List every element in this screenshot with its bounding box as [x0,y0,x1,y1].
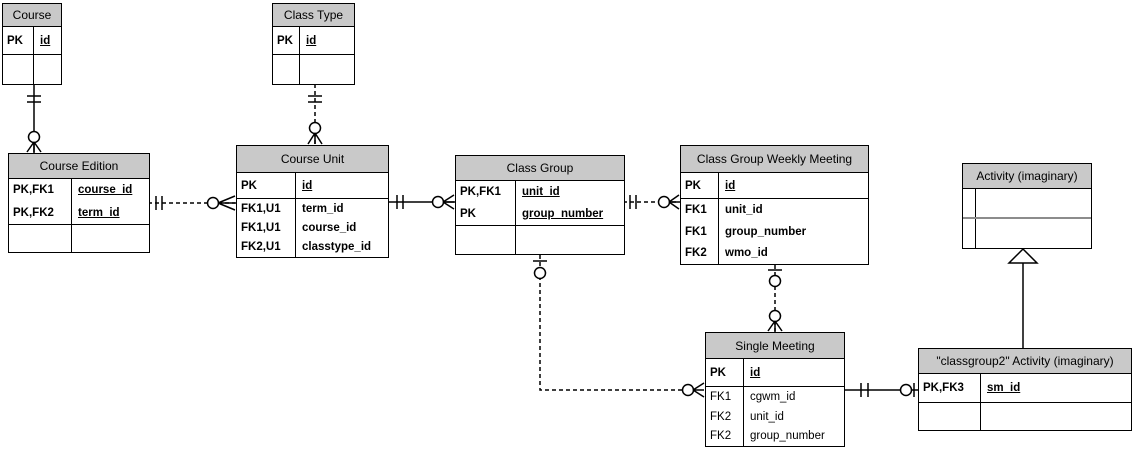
table-row: PK group_number [456,203,624,225]
entity-title: "classgroup2" Activity (imaginary) [919,349,1131,374]
table-row: FK1 unit_id [681,199,868,221]
table-row: PK,FK3 sm_id [919,374,1131,402]
key-cell: FK1 [706,387,744,407]
relationship-class-group-to-single-meeting [533,255,705,398]
attr-cell: group_number [522,208,604,220]
entity-title: Single Meeting [706,333,844,359]
relationship-course-unit-to-class-group [387,194,455,210]
key-cell: PK,FK3 [919,374,981,402]
entity-course-unit: Course Unit PK id FK1,U1 term_id FK1,U1 … [236,145,389,258]
table-row: PK id [273,27,354,54]
inheritance-classgroup2-activity-to-activity [1007,247,1039,348]
key-cell: FK1 [681,220,719,243]
table-row: PK id [237,173,388,198]
attr-cell: unit_id [522,186,560,198]
table-row: FK2 wmo_id [681,242,868,265]
attr-cell: id [725,179,736,192]
attr-cell: group_number [725,225,807,238]
attr-cell: course_id [302,221,357,234]
entity-title: Course Edition [9,154,149,179]
table-row: PK id [3,27,61,54]
relationship-course-edition-to-course-unit [148,195,236,211]
key-cell: PK,FK1 [9,179,72,202]
entity-title: Class Group [456,156,624,181]
table-row: FK1,U1 course_id [237,218,388,238]
empty-row [963,189,1091,217]
key-cell: PK [681,173,719,198]
entity-course-edition: Course Edition PK,FK1 course_id PK,FK2 t… [8,153,150,253]
attr-cell: unit_id [750,410,784,423]
entity-title: Course [3,4,61,27]
relationship-class-group-to-class-group-weekly-meeting [623,194,680,210]
table-row: FK2 group_number [706,426,844,447]
empty-row [456,226,624,254]
entity-activity-imaginary: Activity (imaginary) [962,163,1092,249]
entity-class-type: Class Type PK id [272,3,355,85]
entity-class-group: Class Group PK,FK1 unit_id PK group_numb… [455,155,625,255]
attr-cell: unit_id [725,203,763,216]
attr-cell: term_id [302,202,344,215]
key-cell: FK2,U1 [237,237,296,257]
table-row: FK2,U1 classtype_id [237,237,388,257]
relationship-class-type-to-course-unit [307,84,323,145]
entity-single-meeting: Single Meeting PK id FK1 cgwm_id FK2 uni… [705,332,845,447]
relationship-single-meeting-to-classgroup2-activity [843,383,918,397]
table-row: FK1 cgwm_id [706,387,844,407]
attr-cell: cgwm_id [750,390,796,403]
attr-cell: classtype_id [302,241,372,254]
entity-title: Class Group Weekly Meeting [681,146,868,173]
entity-class-group-weekly-meeting: Class Group Weekly Meeting PK id FK1 uni… [680,145,869,265]
attr-cell: id [302,179,313,192]
empty-row [9,225,149,252]
key-cell: FK2 [706,426,744,447]
attr-cell: id [40,34,51,47]
key-cell: PK [237,173,296,198]
key-cell: FK2 [706,406,744,427]
attr-cell: sm_id [987,382,1021,394]
key-cell: FK1,U1 [237,199,296,219]
relationship-class-group-weekly-meeting-to-single-meeting [767,265,783,332]
key-cell: PK,FK1 [456,181,516,203]
table-row: PK,FK1 course_id [9,179,149,202]
table-row: PK id [706,359,844,386]
empty-row [963,219,1091,248]
key-cell: PK [3,27,34,54]
attr-cell: group_number [750,430,825,443]
table-row: FK2 unit_id [706,406,844,427]
attr-cell: wmo_id [725,247,768,260]
entity-course: Course PK id [2,3,62,85]
key-cell: PK [456,203,516,225]
table-row: PK,FK1 unit_id [456,181,624,203]
key-cell: FK1,U1 [237,218,296,238]
table-row: PK id [681,173,868,198]
relationship-course-to-course-edition [26,84,42,153]
table-row: FK1,U1 term_id [237,199,388,219]
empty-row [273,55,354,84]
key-cell: PK,FK2 [9,201,72,224]
table-row: FK1 group_number [681,220,868,243]
entity-title: Course Unit [237,146,388,173]
empty-row [919,403,1131,430]
key-cell: PK [273,27,300,54]
attr-cell: id [306,34,317,47]
entity-title: Activity (imaginary) [963,164,1091,189]
attr-cell: course_id [78,184,133,197]
empty-row [3,55,61,84]
key-cell: FK2 [681,242,719,265]
entity-classgroup2-activity-imaginary: "classgroup2" Activity (imaginary) PK,FK… [918,348,1132,431]
key-cell: PK [706,359,744,386]
table-row: PK,FK2 term_id [9,201,149,224]
attr-cell: term_id [78,206,120,219]
key-cell: FK1 [681,199,719,221]
entity-title: Class Type [273,4,354,27]
attr-cell: id [750,366,761,379]
